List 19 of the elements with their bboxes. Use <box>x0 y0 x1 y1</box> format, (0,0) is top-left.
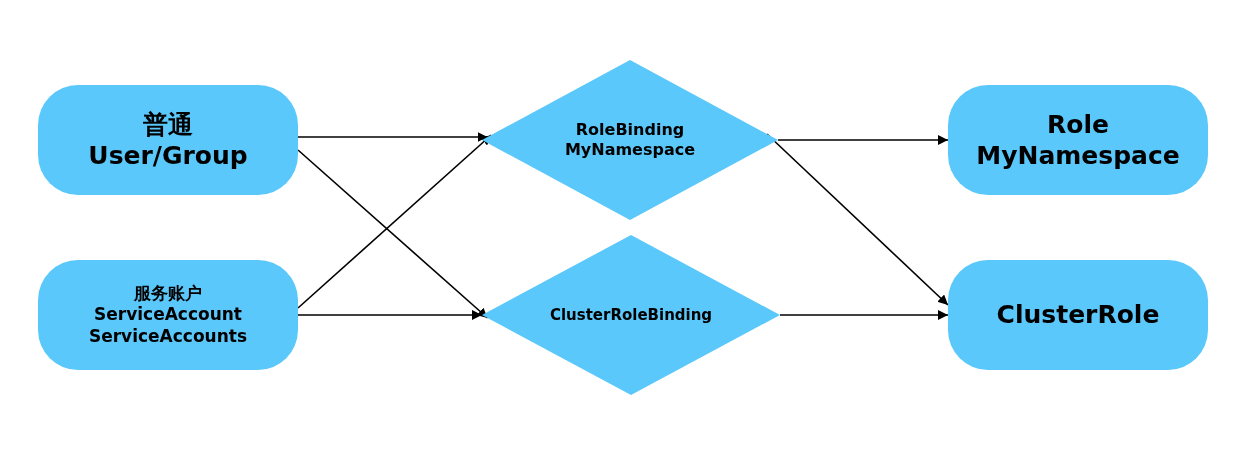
arrow <box>777 135 949 145</box>
node-label: Role MyNamespace <box>975 108 1181 172</box>
arrow <box>297 149 489 319</box>
rounded-box <box>38 260 298 370</box>
decision-diamond <box>482 235 780 395</box>
node-label: 服务账户 ServiceAccount ServiceAccounts <box>87 283 249 347</box>
decision-diamond <box>482 60 778 220</box>
node-label: ClusterRole <box>995 299 1161 331</box>
rounded-box <box>38 85 298 195</box>
arrow <box>297 132 489 142</box>
arrow <box>297 134 493 309</box>
node-label: ClusterRoleBinding <box>548 305 714 325</box>
arrow <box>779 310 949 320</box>
rounded-box <box>948 85 1208 195</box>
arrow <box>766 133 949 306</box>
arrow <box>297 310 483 320</box>
node-label: 普通 User/Group <box>88 108 248 172</box>
rounded-box <box>948 260 1208 370</box>
node-label: RoleBinding MyNamespace <box>563 120 697 160</box>
